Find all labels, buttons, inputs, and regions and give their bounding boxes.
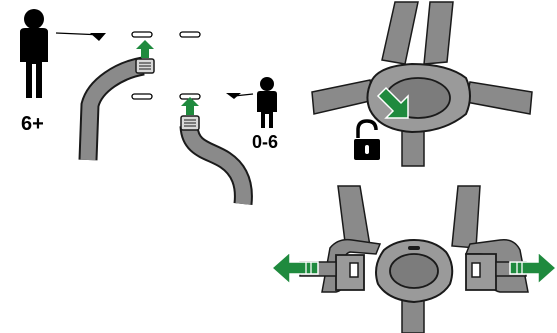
upper-strap-slots (131, 31, 201, 38)
child-silhouette-icon (20, 9, 48, 98)
height-pointer-line (226, 93, 254, 99)
buckle-release-panel (270, 185, 557, 333)
green-diagonal-arrow-icon (376, 86, 409, 119)
green-left-arrow-icon (270, 250, 319, 286)
height-pointer-line (55, 32, 106, 41)
green-up-arrow-icon (181, 97, 199, 115)
strap-upper-position (78, 56, 155, 161)
green-up-arrow-icon (136, 40, 154, 58)
buckle-press-panel (311, 1, 533, 167)
age-label-older: 6+ (21, 113, 44, 135)
age-label-younger: 0-6 (252, 132, 279, 152)
green-right-arrow-icon (509, 250, 557, 286)
child-silhouette-icon (257, 77, 277, 128)
open-padlock-icon (354, 119, 380, 160)
strap-lower-position (179, 115, 253, 205)
strap-height-panel (20, 9, 277, 205)
